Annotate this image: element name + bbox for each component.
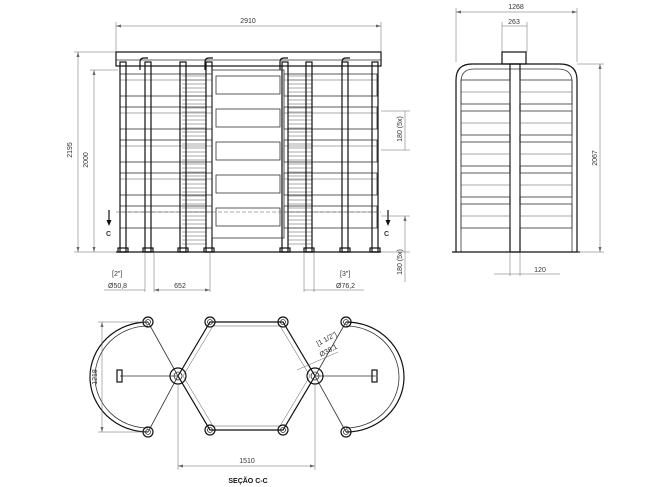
side-bottom-dim: 120	[534, 267, 546, 274]
front-slat-right	[283, 205, 378, 229]
section-tube	[340, 316, 352, 328]
front-slat-center	[215, 207, 281, 227]
front-slat-left	[119, 73, 213, 97]
front-slat-center	[215, 108, 281, 128]
section-tube-inner	[207, 319, 213, 325]
front-post	[281, 61, 289, 253]
side-slats	[460, 79, 573, 229]
section-height-dim: 1218	[92, 369, 99, 385]
front-slat-right	[283, 73, 378, 97]
section-tube-inner	[280, 319, 286, 325]
front-post	[341, 61, 349, 253]
section-tube	[277, 316, 289, 328]
post-right-size-in: [3"]	[340, 271, 350, 278]
front-post	[179, 61, 187, 253]
section-tube	[204, 316, 216, 328]
front-post-hook	[279, 57, 288, 70]
post-spacing-dim: 652	[174, 283, 186, 290]
front-height-total-dim: 2195	[67, 142, 74, 158]
post-left-dia: Ø50,8	[108, 283, 127, 290]
front-post	[144, 61, 152, 253]
front-post	[205, 61, 213, 253]
front-slats	[119, 73, 378, 245]
side-width-dim: 1268	[508, 4, 524, 11]
section-tube-inner	[207, 427, 213, 433]
section-view: [1 1/2"] Ø38,1 1218 1510 SEÇÃO C-C	[89, 316, 405, 485]
front-spacing-bottom-dim: 180 (5x)	[397, 249, 404, 275]
side-view: 1268 263 2067 120	[452, 4, 604, 276]
front-post-hook	[341, 57, 350, 70]
front-post	[305, 61, 313, 253]
section-tube	[204, 424, 216, 436]
front-view: 2910 2195 2000 C C	[67, 18, 410, 292]
section-width-dim: 1510	[239, 458, 255, 465]
section-caption: SEÇÃO C-C	[228, 476, 267, 485]
front-slat-center	[215, 141, 281, 161]
front-slat-center	[215, 75, 281, 95]
front-slat-center	[215, 174, 281, 194]
front-slat-left	[119, 139, 213, 163]
side-top-dim: 263	[508, 19, 520, 26]
post-right-dia: Ø76,2	[336, 283, 355, 290]
section-tube	[277, 424, 289, 436]
section-tubes	[142, 316, 352, 438]
section-mark-right: C	[384, 231, 389, 238]
front-post-hook	[139, 57, 148, 70]
front-post	[119, 61, 127, 253]
section-mark-left: C	[106, 231, 111, 238]
post-left-size-in: [2"]	[112, 271, 122, 278]
section-tube-inner	[343, 319, 349, 325]
front-spacing-right-dim: 180 (5x)	[397, 116, 404, 142]
section-tube-inner	[343, 429, 349, 435]
front-slat-left	[119, 205, 213, 229]
front-slat-right	[283, 139, 378, 163]
front-slat-right	[283, 106, 378, 130]
section-tube-inner	[280, 427, 286, 433]
front-width-dim: 2910	[240, 18, 256, 25]
side-height-dim: 2067	[592, 150, 599, 166]
front-slat-left	[119, 106, 213, 130]
section-tube	[340, 426, 352, 438]
front-height-inner-dim: 2000	[83, 152, 90, 168]
front-post-hook	[204, 57, 213, 70]
front-posts	[117, 57, 381, 253]
